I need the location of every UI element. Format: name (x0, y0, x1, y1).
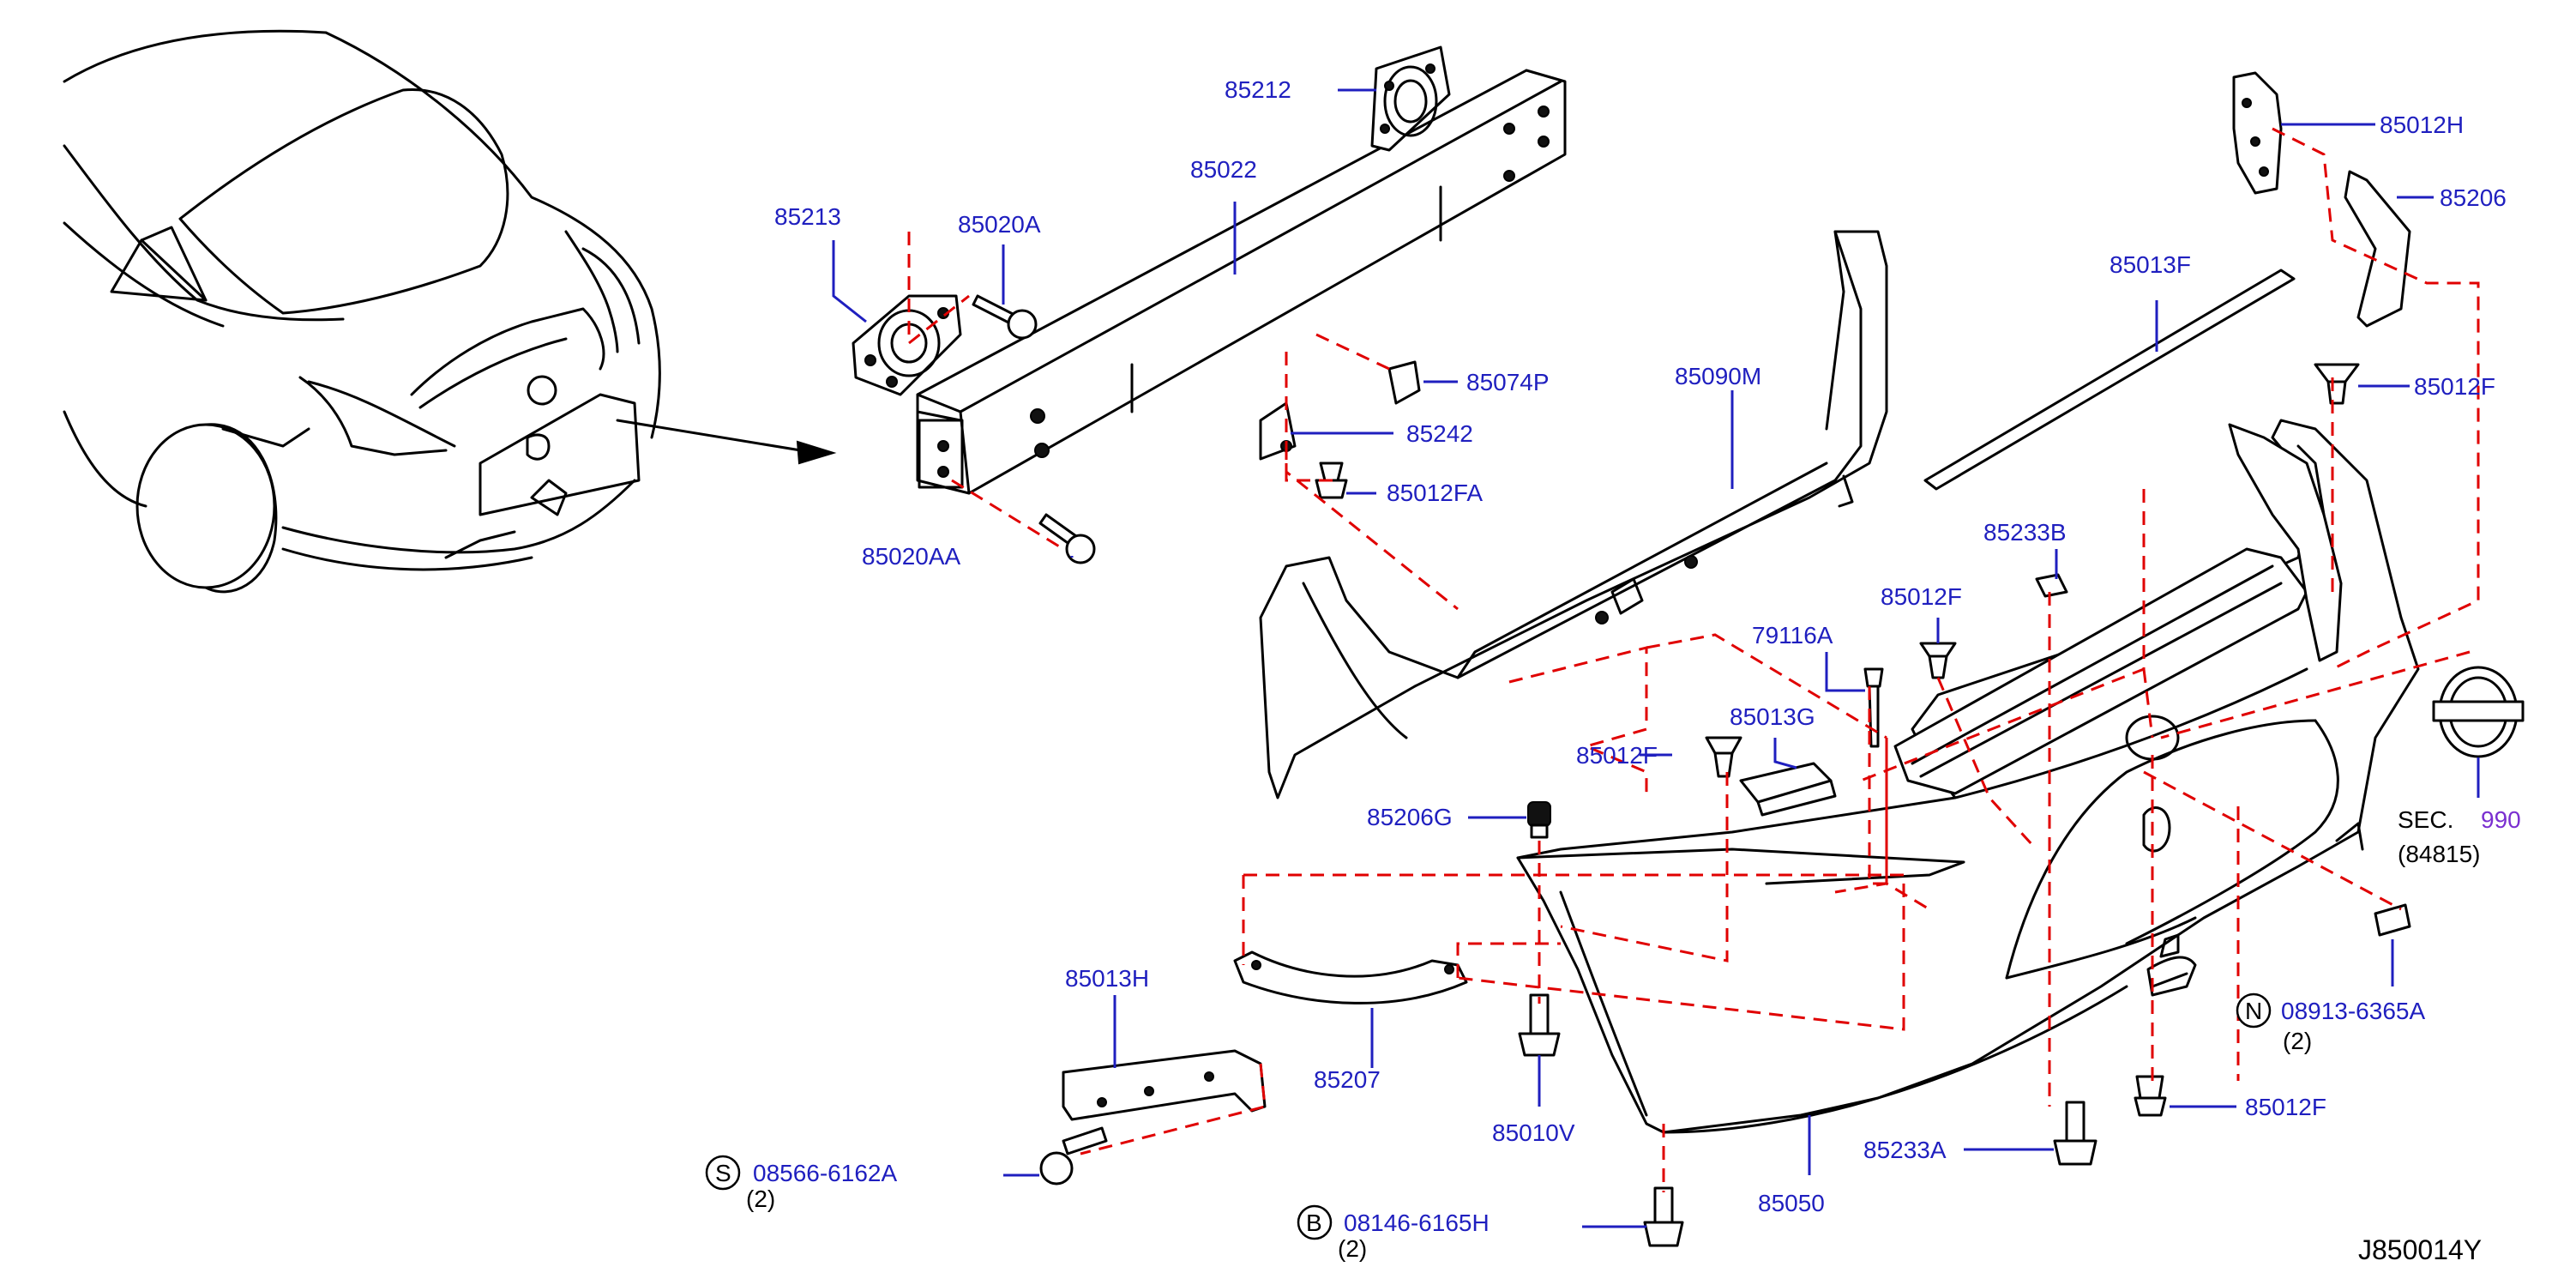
label-85013F[interactable]: 85013F (2110, 251, 2191, 278)
clip-85206G (1527, 801, 1551, 839)
bolt-85020AA (1038, 513, 1096, 564)
bolt-85020A (972, 294, 1038, 340)
diagram-id: J850014Y (2358, 1234, 2482, 1265)
clip-85012F-right (2314, 363, 2360, 405)
molding-85013F (1923, 268, 2296, 491)
label-85213[interactable]: 85213 (774, 203, 841, 230)
label-08566-6162A[interactable]: 08566-6162A (753, 1160, 897, 1186)
label-85050[interactable]: 85050 (1758, 1190, 1825, 1216)
bolt-08566-6162A (1039, 1126, 1108, 1186)
label-08146-6165H[interactable]: 08146-6165H (1344, 1210, 1490, 1236)
bracket-85012H (2232, 71, 2283, 195)
part-labels: 85212 85022 85213 85020A 85074P 85242 85… (705, 76, 2521, 1265)
clip-85012FA (1315, 462, 1348, 499)
emblem-sec-990 (2432, 666, 2525, 758)
clip-85012F-center (1919, 642, 1957, 679)
label-79116A[interactable]: 79116A (1752, 622, 1833, 649)
bracket-85242 (1259, 401, 1297, 461)
s-quantity: (2) (746, 1186, 775, 1212)
s-letter: S (715, 1160, 731, 1186)
nut-08913-6365A (2374, 903, 2411, 937)
label-85010V[interactable]: 85010V (1492, 1119, 1575, 1146)
label-85012F-right[interactable]: 85012F (2414, 373, 2495, 400)
upper-trim-strip (1893, 547, 2308, 795)
assembly-dashed-lines (907, 127, 2480, 1192)
spacer-85013G (1739, 762, 1837, 817)
bolt-08146-6165H (1643, 1186, 1684, 1247)
label-85242[interactable]: 85242 (1406, 420, 1473, 447)
label-85012FA[interactable]: 85012FA (1387, 480, 1483, 506)
label-85012H[interactable]: 85012H (2380, 112, 2464, 138)
b-quantity: (2) (1338, 1235, 1367, 1262)
clip-85012F-bottom (2134, 1075, 2167, 1117)
bumper-reinforcement-85022 (916, 69, 1567, 495)
sec-number-link[interactable]: 990 (2481, 806, 2521, 833)
clip-85012F-left (1705, 736, 1742, 778)
n-circle-icon (2236, 992, 2272, 1029)
label-85012F-center[interactable]: 85012F (1881, 583, 1962, 610)
label-85090M[interactable]: 85090M (1675, 363, 1761, 389)
n-letter: N (2245, 998, 2262, 1024)
bracket-85013H (1062, 1049, 1267, 1121)
bracket-85212 (1370, 45, 1451, 152)
label-85212[interactable]: 85212 (1225, 76, 1291, 103)
label-85012F-left[interactable]: 85012F (1576, 742, 1658, 769)
label-85074P[interactable]: 85074P (1466, 369, 1550, 395)
sec-subreference: (84815) (2398, 841, 2481, 867)
label-85013H[interactable]: 85013H (1065, 965, 1149, 992)
label-85233B[interactable]: 85233B (1983, 519, 2067, 546)
label-85020AA[interactable]: 85020AA (862, 543, 961, 570)
label-85013G[interactable]: 85013G (1730, 703, 1815, 730)
clip-85074P (1387, 360, 1421, 405)
car-overview-illustration (63, 29, 837, 594)
leader-lines (832, 88, 2480, 1228)
bolt-85010V (1518, 993, 1561, 1057)
label-85233A[interactable]: 85233A (1863, 1137, 1947, 1163)
sec-prefix: SEC. (2398, 806, 2453, 833)
label-85206G[interactable]: 85206G (1367, 804, 1453, 830)
side-bracket-right (2228, 423, 2343, 662)
label-08913-6365A[interactable]: 08913-6365A (2281, 998, 2425, 1024)
s-circle-icon (705, 1155, 741, 1191)
b-letter: B (1306, 1210, 1322, 1236)
clip-79116A (1863, 667, 1884, 748)
label-85022[interactable]: 85022 (1190, 156, 1257, 183)
bracket-85207 (1233, 950, 1468, 1005)
label-85020A[interactable]: 85020A (958, 211, 1041, 238)
bolt-85233A (2053, 1101, 2098, 1166)
n-quantity: (2) (2283, 1028, 2312, 1054)
label-85012F-bottom[interactable]: 85012F (2245, 1094, 2326, 1120)
label-85207[interactable]: 85207 (1314, 1066, 1381, 1093)
nut-85233B (2035, 573, 2068, 598)
label-85206[interactable]: 85206 (2440, 184, 2507, 211)
energy-absorber-85090M (1259, 230, 1888, 799)
b-circle-icon (1297, 1204, 1333, 1240)
bracket-85206 (2344, 170, 2411, 328)
